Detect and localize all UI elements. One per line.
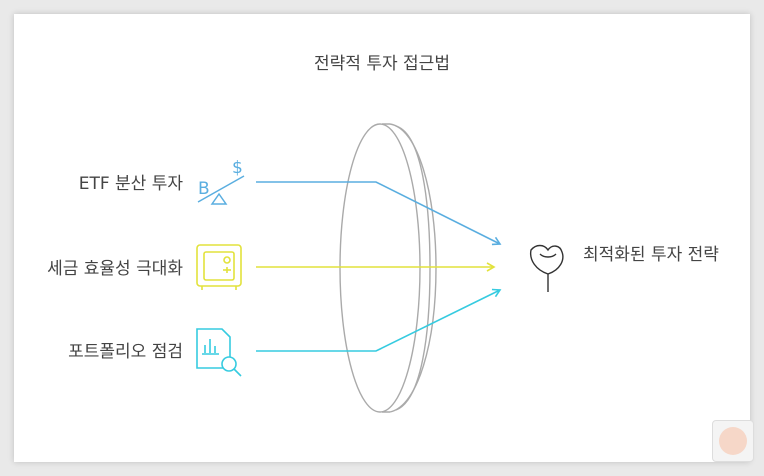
safe-icon — [196, 244, 242, 290]
arrow-etf — [256, 181, 502, 246]
seesaw-bitcoin-dollar-icon: B $ — [197, 158, 245, 205]
input-label-portfolio: 포트폴리오 점검 — [68, 342, 183, 362]
diagram-graphics: B $ — [196, 123, 564, 413]
rose-flower-icon — [529, 244, 564, 292]
input-label-tax: 세금 효율성 극대화 — [47, 259, 183, 279]
input-label-etf: ETF 분산 투자 — [78, 174, 183, 194]
arrow-portfolio — [256, 288, 502, 352]
corner-avatar[interactable] — [712, 420, 754, 462]
avatar-icon — [719, 427, 747, 455]
result-label: 최적화된 투자 전략 — [583, 245, 719, 265]
diagram-title: 전략적 투자 접근법 — [314, 54, 450, 74]
svg-text:$: $ — [232, 158, 243, 178]
lens-shape — [339, 123, 437, 413]
svg-text:B: B — [198, 179, 210, 199]
document-chart-search-icon — [196, 328, 242, 377]
diagram-canvas: 전략적 투자 접근법 ETF 분산 투자 세금 효율성 극대화 포트폴리오 점검… — [14, 14, 750, 462]
